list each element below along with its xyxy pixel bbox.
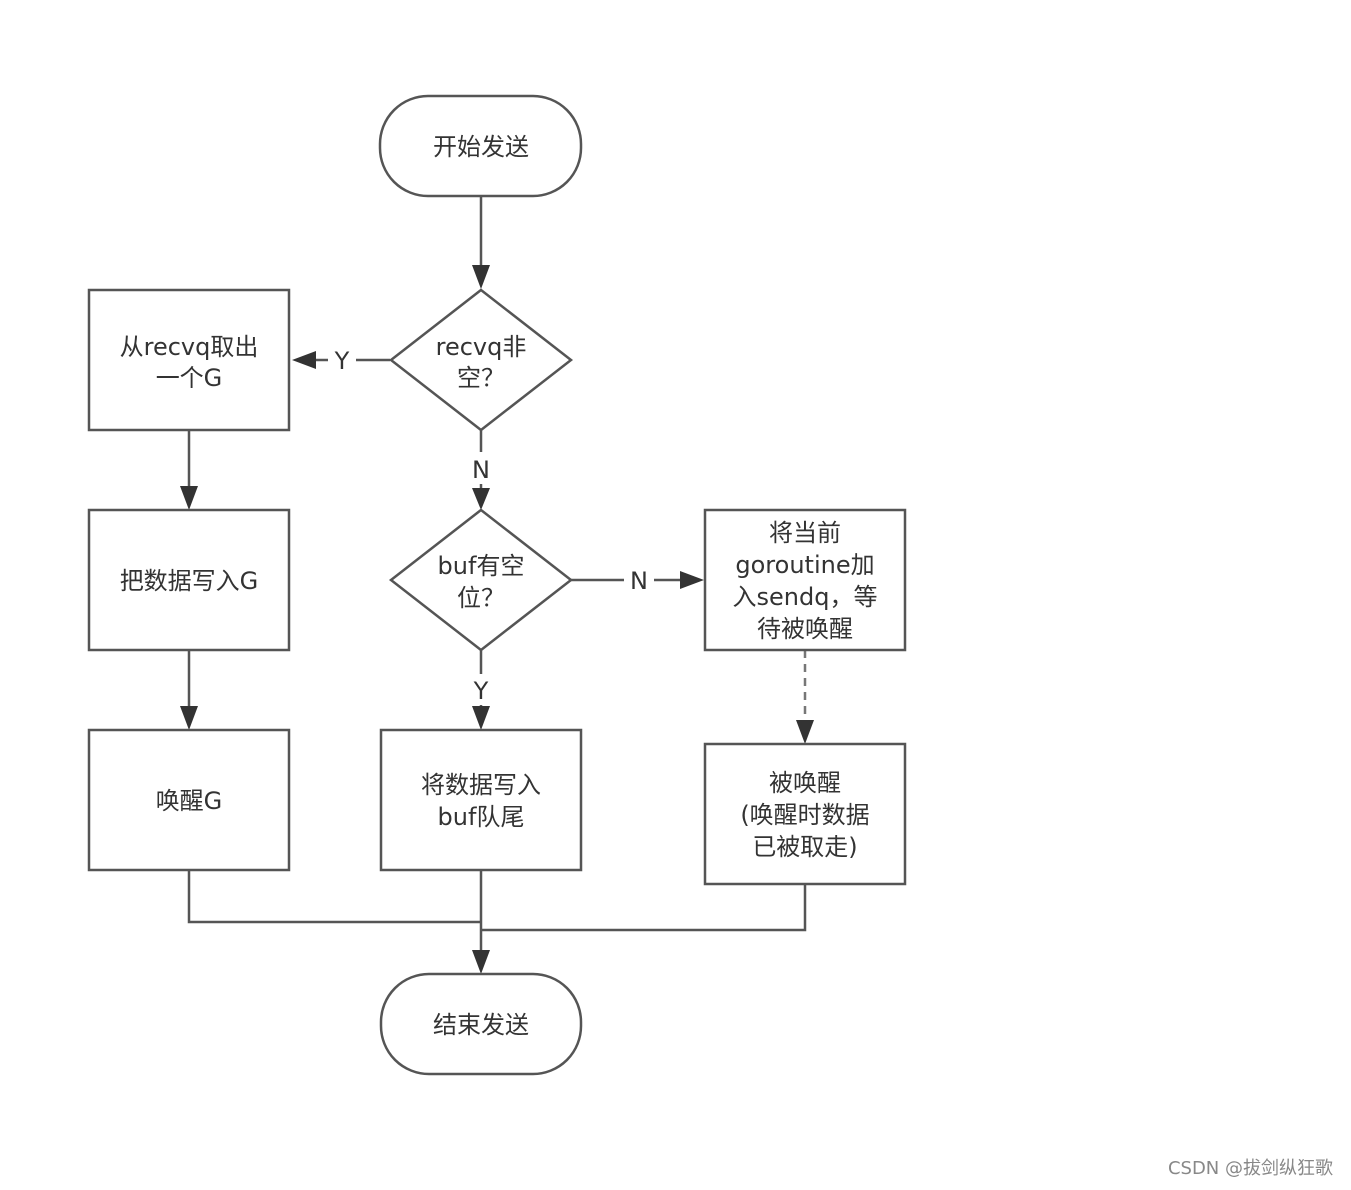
process-shape (87, 508, 291, 652)
node-buf-check-line2: 位？ (457, 584, 505, 612)
node-recvq-check-line2: 空？ (457, 364, 505, 392)
node-enqueue: 将当前 goroutine加 入sendq，等 待被唤醒 (703, 508, 907, 652)
label-recvq-yes: Y (334, 347, 350, 375)
node-write-buf: 将数据写入 buf队尾 (379, 728, 583, 872)
node-wake-g-label: 唤醒G (156, 787, 223, 815)
edge-wake-to-end (187, 870, 481, 924)
decision-shape (388, 288, 574, 432)
terminator-shape (379, 972, 583, 1076)
process-shape (703, 742, 907, 886)
node-write-g: 把数据写入G (87, 508, 291, 652)
connectors (180, 196, 814, 974)
decision-shape (388, 508, 574, 652)
node-end-label: 结束发送 (433, 1011, 529, 1039)
node-start: 开始发送 (378, 94, 583, 198)
node-woken-line2: (唤醒时数据 (740, 801, 869, 829)
process-shape (703, 508, 907, 652)
label-buf-no: N (630, 567, 648, 595)
node-take-g-line2: 一个G (156, 364, 223, 392)
node-enqueue-line3: 入sendq，等 (733, 583, 878, 611)
node-recvq-check: recvq非 空？ (388, 288, 574, 432)
node-buf-check: buf有空 位？ (388, 508, 574, 652)
node-wake-g: 唤醒G (87, 728, 291, 872)
arrowhead (472, 706, 490, 730)
arrowhead (680, 571, 704, 589)
arrowhead (472, 950, 490, 974)
node-buf-check-line1: buf有空 (438, 552, 525, 580)
node-take-g: 从recvq取出 一个G (87, 288, 291, 432)
node-woken: 被唤醒 (唤醒时数据 已被取走) (703, 742, 907, 886)
label-recvq-no: N (472, 456, 490, 484)
arrowhead (180, 486, 198, 510)
watermark: CSDN @拔剑纵狂歌 (1167, 1158, 1333, 1179)
label-buf-yes: Y (473, 677, 489, 705)
arrowhead (472, 265, 490, 289)
process-shape (379, 728, 583, 872)
node-enqueue-line2: goroutine加 (735, 551, 874, 579)
node-write-buf-line2: buf队尾 (438, 803, 525, 831)
node-recvq-check-line1: recvq非 (436, 333, 527, 361)
arrowhead (292, 351, 316, 369)
node-take-g-line1: 从recvq取出 (120, 333, 259, 361)
arrowhead (796, 720, 814, 744)
node-enqueue-line4: 待被唤醒 (757, 615, 853, 643)
node-woken-line1: 被唤醒 (769, 769, 841, 797)
node-write-g-label: 把数据写入G (120, 567, 259, 595)
arrowhead (180, 706, 198, 730)
node-write-buf-line1: 将数据写入 (421, 771, 541, 799)
node-enqueue-line1: 将当前 (769, 519, 841, 547)
terminator-shape (378, 94, 583, 198)
edge-woken-to-end (481, 884, 807, 932)
process-shape (87, 288, 291, 432)
node-start-label: 开始发送 (433, 133, 529, 161)
node-woken-line3: 已被取走) (752, 833, 857, 861)
arrowhead (472, 488, 490, 510)
node-end: 结束发送 (379, 972, 583, 1076)
process-shape (87, 728, 291, 872)
